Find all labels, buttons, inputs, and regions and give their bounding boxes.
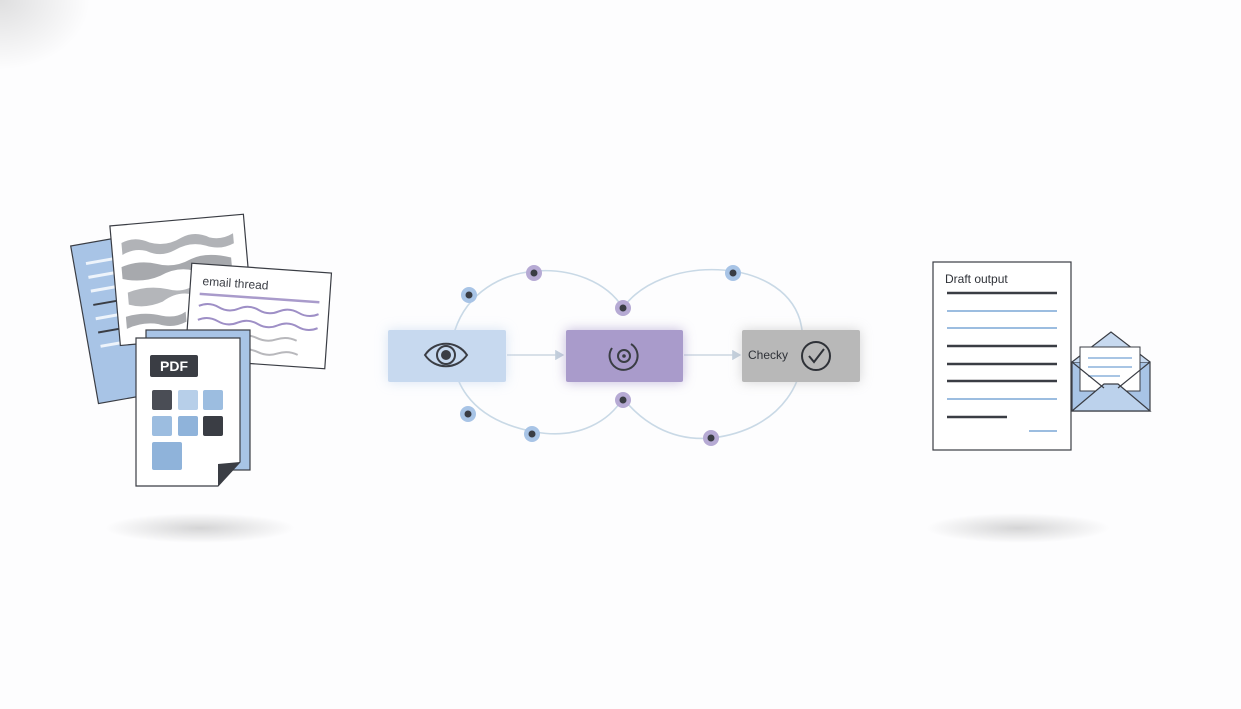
node-blue xyxy=(524,426,540,442)
node-purple xyxy=(615,392,631,408)
stage-check: Checky xyxy=(742,330,860,382)
node-purple xyxy=(526,265,542,281)
stage-process xyxy=(566,330,683,382)
node-purple xyxy=(703,430,719,446)
node-purple xyxy=(615,300,631,316)
node-blue xyxy=(725,265,741,281)
input-shadow xyxy=(105,513,295,543)
check-stage-label: Checky xyxy=(748,348,788,362)
node-blue xyxy=(460,406,476,422)
stage-review xyxy=(388,330,506,382)
corner-vignette xyxy=(0,0,90,70)
pdf-file-icon: PDF xyxy=(135,329,251,487)
target-icon xyxy=(608,343,639,371)
loop-nodes xyxy=(460,265,741,446)
input-documents: email thread PDF xyxy=(70,213,333,487)
eye-icon xyxy=(423,342,469,368)
email-thread-label: email thread xyxy=(202,274,269,293)
output-document: Draft output xyxy=(932,261,1072,451)
envelope-icon xyxy=(1070,331,1152,412)
node-blue xyxy=(461,287,477,303)
pdf-label: PDF xyxy=(160,358,188,374)
check-circle-icon xyxy=(801,341,831,371)
output-shadow xyxy=(926,513,1110,543)
output-title: Draft output xyxy=(945,272,1008,286)
